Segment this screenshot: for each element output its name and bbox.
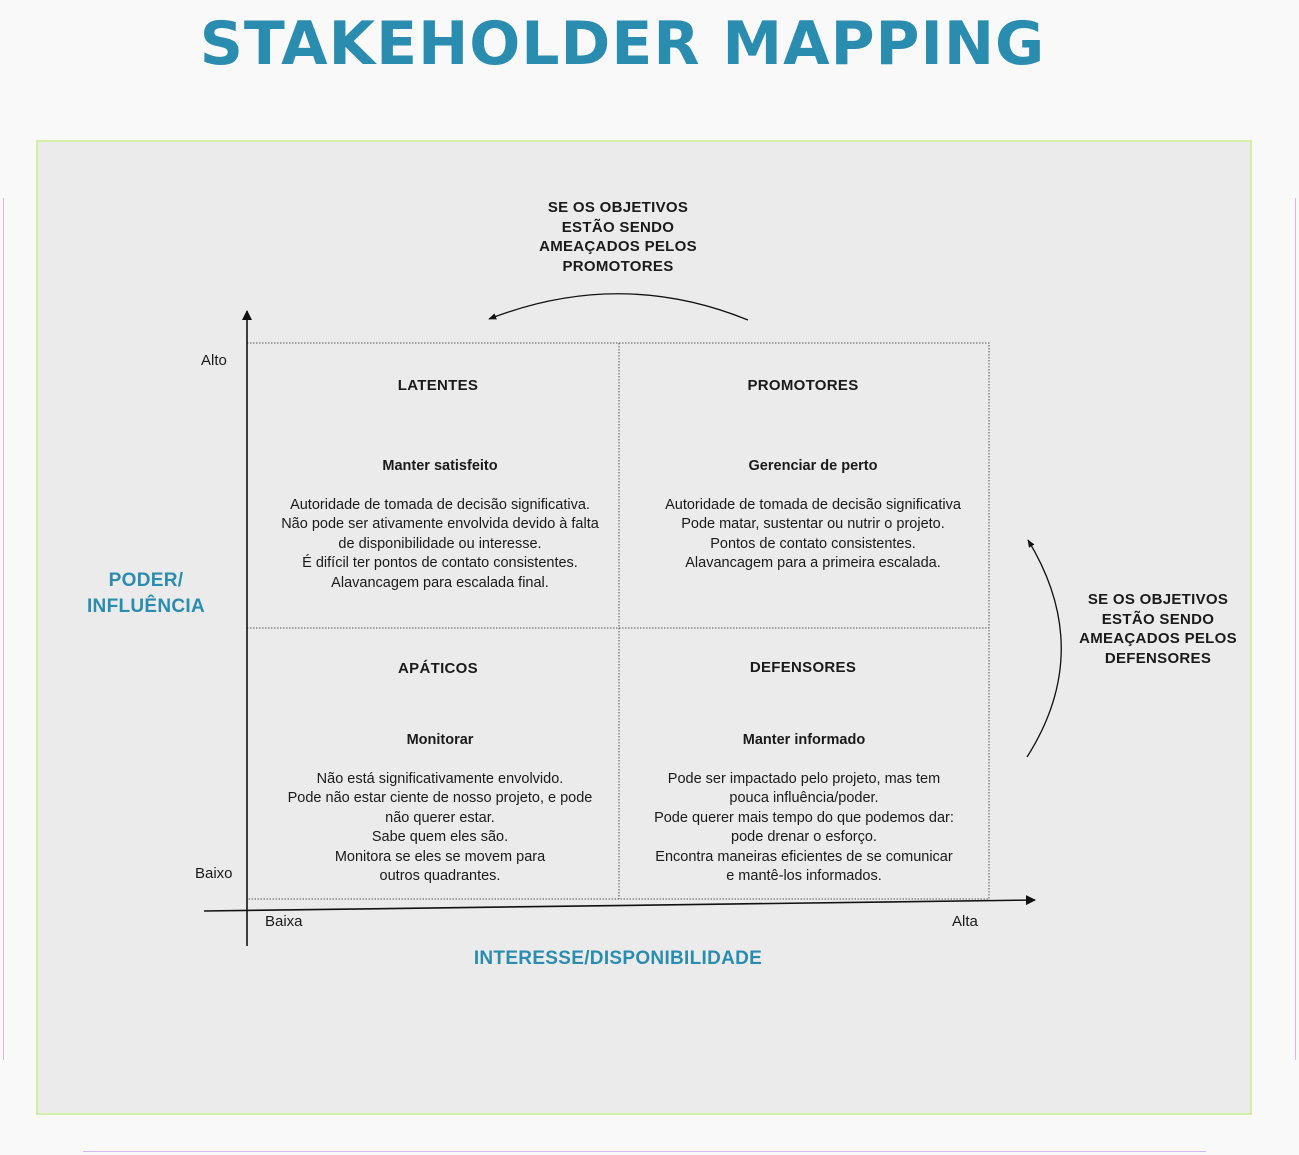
- quadrant-promotores-text: Autoridade de tomada de decisão signific…: [665, 496, 961, 572]
- page-title: STAKEHOLDER MAPPING: [199, 9, 1046, 79]
- quadrant-latentes-title: LATENTES: [397, 377, 479, 394]
- y-axis-high-label: Alto: [201, 352, 227, 369]
- quadrant-apaticos-text: Não está significativamente envolvido. P…: [287, 770, 593, 885]
- top-arrow-note: SE OS OBJETIVOS ESTÃO SENDO AMEAÇADOS PE…: [539, 199, 697, 275]
- quadrant-defensores-text: Pode ser impactado pelo projeto, mas tem…: [654, 770, 954, 885]
- left-guide-line: [3, 198, 4, 1060]
- quadrant-promotores-title: PROMOTORES: [747, 377, 859, 394]
- quadrant-promotores-body: Gerenciar de perto Autoridade de tomada …: [625, 437, 1001, 574]
- quadrant-latentes-body: Manter satisfeito Autoridade de tomada d…: [253, 437, 627, 593]
- quadrant-apaticos-strategy: Monitorar: [406, 731, 474, 748]
- quadrant-apaticos-title: APÁTICOS: [398, 660, 478, 677]
- y-axis-low-label: Baixo: [195, 865, 233, 882]
- right-arrow-note: SE OS OBJETIVOS ESTÃO SENDO AMEAÇADOS PE…: [1079, 591, 1237, 667]
- right-guide-line: [1295, 198, 1296, 1060]
- x-axis-line: [203, 895, 1036, 912]
- quadrant-defensores-title: DEFENSORES: [749, 659, 857, 676]
- quadrant-promotores-strategy: Gerenciar de perto: [748, 457, 878, 474]
- x-axis-high-label: Alta: [952, 913, 978, 930]
- quadrant-defensores-body: Manter informado Pode ser impactado pelo…: [617, 711, 991, 887]
- x-axis-low-label: Baixa: [265, 913, 303, 930]
- quadrant-grid-border: [246, 342, 990, 900]
- x-axis-title: INTERESSE/DISPONIBILIDADE: [473, 948, 763, 969]
- quadrant-latentes-text: Autoridade de tomada de decisão signific…: [281, 496, 599, 591]
- quadrant-apaticos-body: Monitorar Não está significativamente en…: [253, 711, 627, 887]
- quadrant-defensores-strategy: Manter informado: [742, 731, 866, 748]
- y-axis-title: PODER/ INFLUÊNCIA: [86, 570, 206, 617]
- quadrant-latentes-strategy: Manter satisfeito: [382, 457, 498, 474]
- bottom-guide-line: [83, 1151, 1206, 1152]
- top-curved-arrow: [488, 293, 749, 321]
- right-curved-arrow: [1026, 539, 1062, 758]
